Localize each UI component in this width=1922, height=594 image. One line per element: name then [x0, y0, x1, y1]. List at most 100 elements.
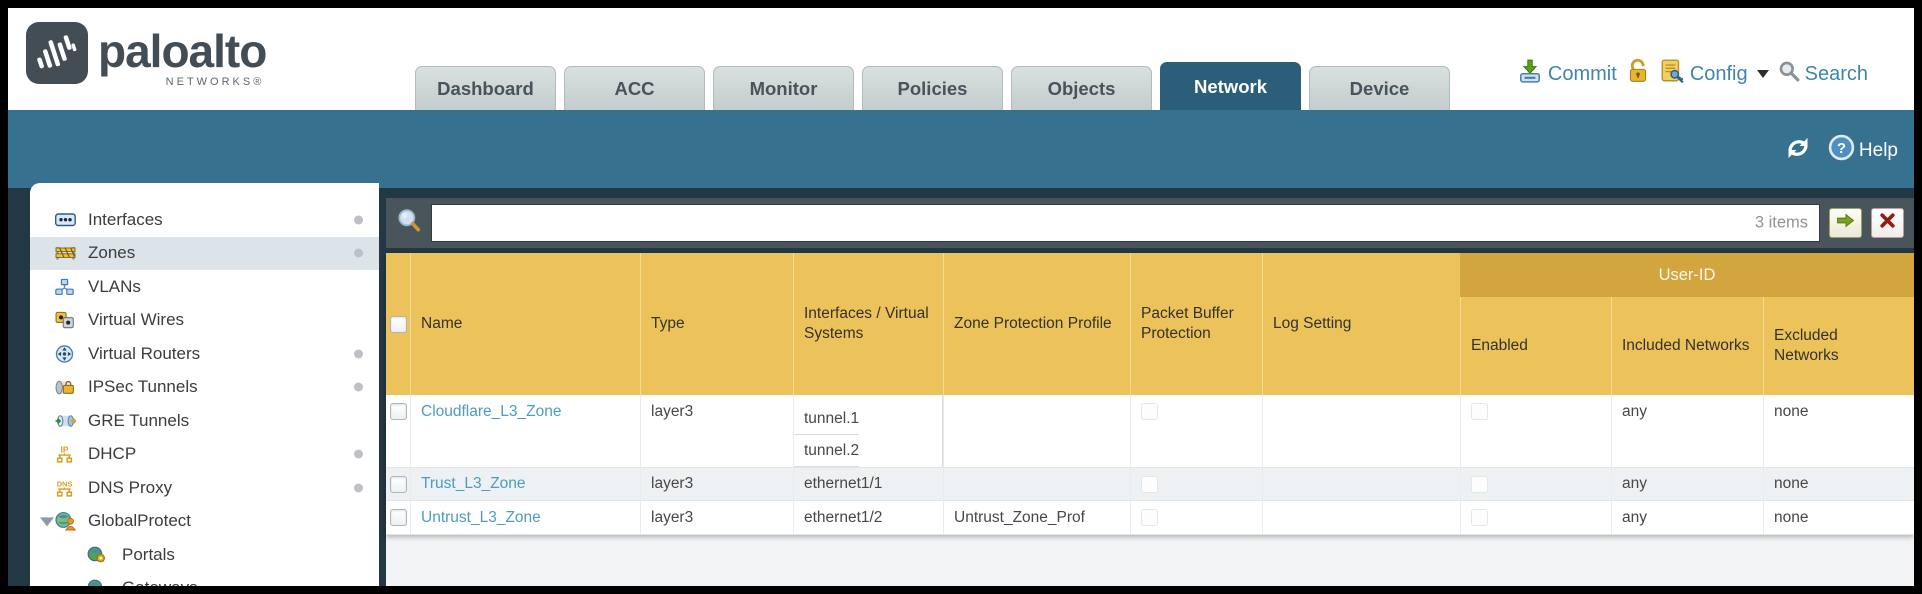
sidebar-item-zones[interactable]: Zones — [30, 236, 379, 270]
virtual-routers-icon — [55, 344, 74, 363]
column-header-enabled[interactable]: Enabled — [1460, 297, 1611, 395]
config-icon — [1659, 58, 1685, 90]
zone-protection-profile-cell: Untrust_Zone_Prof — [943, 501, 1130, 535]
table-header: Name Type Interfaces / Virtual Systems Z… — [386, 253, 1914, 395]
global-search-button[interactable]: Search — [1778, 60, 1868, 88]
user-id-enabled-checkbox[interactable] — [1471, 403, 1488, 420]
user-id-enabled-checkbox[interactable] — [1471, 475, 1488, 493]
select-all-checkbox[interactable] — [389, 315, 407, 333]
sidebar-item-label: GlobalProtect — [88, 511, 191, 531]
row-checkbox[interactable] — [389, 509, 407, 526]
column-header-name[interactable]: Name — [410, 253, 640, 395]
packet-buffer-protection-cell — [1130, 395, 1262, 468]
log-setting-cell — [1262, 501, 1460, 535]
packet-buffer-checkbox[interactable] — [1141, 475, 1158, 493]
sidebar-item-dns-proxy[interactable]: DNS DNS Proxy — [30, 471, 379, 505]
user-id-enabled-cell — [1460, 468, 1611, 501]
tab-acc[interactable]: ACC — [564, 66, 705, 110]
included-networks-cell: any — [1611, 501, 1763, 535]
column-header-packet-buffer-protection[interactable]: Packet Buffer Protection — [1130, 253, 1262, 395]
interfaces-cell: tunnel.1 tunnel.2 — [793, 395, 943, 468]
packet-buffer-checkbox[interactable] — [1141, 509, 1158, 526]
excluded-networks-cell: none — [1763, 395, 1914, 468]
row-checkbox[interactable] — [389, 403, 407, 420]
sidebar-item-dhcp[interactable]: IP DHCP — [30, 438, 379, 472]
status-dot — [354, 248, 363, 258]
column-header-log-setting[interactable]: Log Setting — [1262, 253, 1460, 395]
column-header-interfaces[interactable]: Interfaces / Virtual Systems — [793, 253, 943, 395]
svg-text:IP: IP — [61, 445, 69, 455]
interface-entry: tunnel.1 — [794, 403, 860, 435]
sidebar-item-interfaces[interactable]: Interfaces — [30, 203, 379, 237]
network-sidebar: Interfaces Zones VLANs Vir — [30, 183, 379, 586]
user-id-enabled-checkbox[interactable] — [1471, 509, 1488, 526]
svg-text:DNS: DNS — [57, 479, 73, 488]
sidebar-item-label: Virtual Routers — [88, 343, 201, 363]
tab-policies[interactable]: Policies — [862, 66, 1003, 110]
main-content: 3 items Name — [386, 190, 1914, 586]
portals-icon — [87, 546, 106, 563]
column-header-excluded-networks[interactable]: Excluded Networks — [1763, 297, 1914, 395]
sidebar-item-gre-tunnels[interactable]: GRE Tunnels — [30, 404, 379, 438]
clear-filter-button[interactable] — [1871, 208, 1904, 238]
search-icon — [1778, 60, 1800, 88]
brand-logo: paloalto NETWORKS® — [26, 22, 267, 89]
included-networks-cell: any — [1611, 395, 1763, 468]
zone-link[interactable]: Untrust_L3_Zone — [421, 508, 541, 526]
sidebar-item-gateways[interactable]: Gateways — [30, 572, 379, 586]
sidebar-item-vlans[interactable]: VLANs — [30, 270, 379, 304]
config-menu-button[interactable]: Config — [1659, 58, 1769, 90]
packet-buffer-checkbox[interactable] — [1141, 403, 1158, 420]
expander-triangle-icon[interactable] — [40, 517, 54, 527]
app-window: paloalto NETWORKS® Dashboard ACC Monitor… — [8, 8, 1914, 586]
table-row: Cloudflare_L3_Zone layer3 tunnel.1 tunne… — [386, 395, 1914, 468]
tab-network[interactable]: Network — [1160, 62, 1301, 110]
sidebar-item-label: Zones — [88, 243, 136, 263]
close-icon — [1879, 212, 1896, 234]
dhcp-icon: IP — [55, 445, 74, 464]
sidebar-item-virtual-wires[interactable]: Virtual Wires — [30, 304, 379, 338]
unlock-icon[interactable] — [1626, 58, 1650, 90]
row-checkbox[interactable] — [389, 475, 407, 493]
column-header-included-networks[interactable]: Included Networks — [1611, 297, 1763, 395]
items-count: 3 items — [1754, 213, 1808, 232]
filter-input[interactable] — [431, 204, 1820, 242]
sidebar-item-globalprotect[interactable]: GlobalProtect — [30, 505, 379, 539]
main-nav-tabs: Dashboard ACC Monitor Policies Objects N… — [415, 62, 1450, 110]
sidebar-item-virtual-routers[interactable]: Virtual Routers — [30, 337, 379, 371]
tab-device[interactable]: Device — [1309, 66, 1450, 110]
column-group-user-id: User-ID — [1460, 253, 1914, 297]
sidebar-item-label: IPSec Tunnels — [88, 377, 198, 397]
help-label: Help — [1858, 139, 1898, 161]
sidebar-item-portals[interactable]: Portals — [30, 538, 379, 572]
type-cell: layer3 — [640, 501, 793, 535]
top-header: paloalto NETWORKS® Dashboard ACC Monitor… — [8, 8, 1914, 110]
zones-table: Name Type Interfaces / Virtual Systems Z… — [386, 253, 1914, 535]
zone-link[interactable]: Trust_L3_Zone — [421, 475, 526, 492]
commit-button[interactable]: Commit — [1517, 58, 1617, 90]
sidebar-item-label: DHCP — [88, 444, 137, 464]
green-arrow-icon — [1836, 213, 1855, 233]
type-cell: layer3 — [640, 468, 793, 501]
gateways-icon — [87, 579, 106, 586]
interfaces-cell: ethernet1/1 — [793, 468, 943, 501]
zone-link[interactable]: Cloudflare_L3_Zone — [421, 403, 562, 420]
sidebar-item-ipsec-tunnels[interactable]: IPSec Tunnels — [30, 371, 379, 405]
log-setting-cell — [1262, 468, 1460, 501]
table-row: Untrust_L3_Zone layer3 ethernet1/2 Untru… — [386, 501, 1914, 535]
column-header-type[interactable]: Type — [640, 253, 793, 395]
table-row: Trust_L3_Zone layer3 ethernet1/1 any non… — [386, 468, 1914, 501]
select-all-header[interactable] — [386, 253, 410, 395]
apply-filter-button[interactable] — [1829, 208, 1862, 238]
help-button[interactable]: ? Help — [1828, 134, 1898, 167]
tab-dashboard[interactable]: Dashboard — [415, 66, 556, 110]
tab-monitor[interactable]: Monitor — [713, 66, 854, 110]
zones-table-area: Name Type Interfaces / Virtual Systems Z… — [386, 253, 1914, 586]
refresh-icon[interactable] — [1783, 135, 1813, 167]
tab-objects[interactable]: Objects — [1011, 66, 1152, 110]
paloalto-logo-icon — [26, 22, 88, 89]
column-header-zone-protection-profile[interactable]: Zone Protection Profile — [943, 253, 1130, 395]
interfaces-cell: ethernet1/2 — [793, 501, 943, 535]
filter-search-icon — [396, 208, 422, 239]
brand-subtitle: NETWORKS® — [165, 76, 265, 88]
